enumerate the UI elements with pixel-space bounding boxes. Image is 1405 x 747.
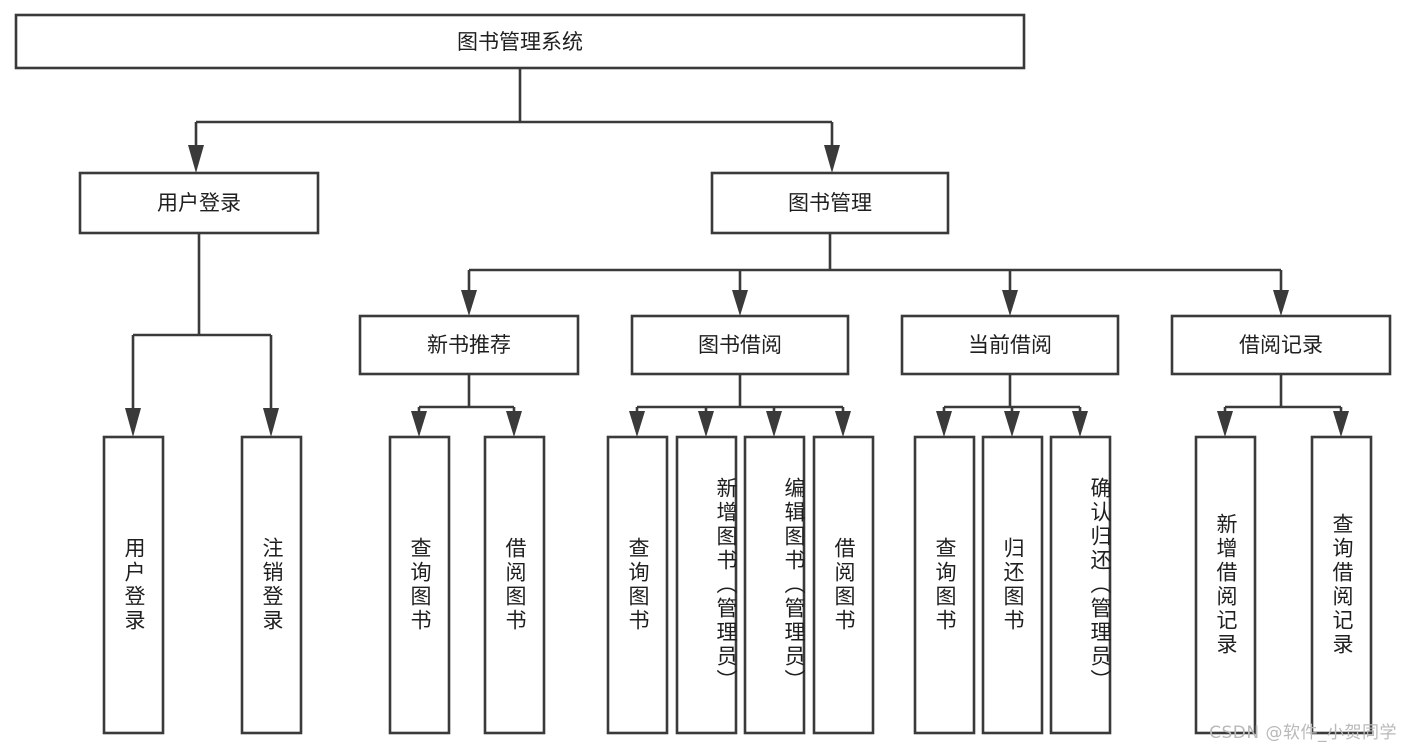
- node-borrow-record-label: 借阅记录: [1239, 333, 1323, 357]
- node-leaf-add-book[interactable]: [675, 435, 738, 735]
- node-borrow-record[interactable]: 借阅记录: [1170, 314, 1392, 376]
- arrow-to-leaf-query-record: [1333, 411, 1349, 437]
- node-leaf-query-book-1[interactable]: [388, 435, 451, 735]
- csdn-watermark: CSDN @软件_小贺同学: [1209, 723, 1397, 743]
- arrow-to-leaf-query-book-1: [411, 411, 427, 437]
- arrow-to-leaf-edit-book: [766, 411, 782, 437]
- connector-current-borrow-stem: [942, 374, 1082, 414]
- node-current-borrow-label: 当前借阅: [968, 333, 1052, 357]
- node-new-book-rec[interactable]: 新书推荐: [358, 314, 580, 376]
- connector-user-login-stem: [131, 233, 273, 410]
- arrow-to-leaf-borrow-book-2: [835, 411, 851, 437]
- arrow-to-book-manage: [824, 145, 840, 173]
- connector-new-book-rec-stem: [417, 374, 516, 414]
- arrow-to-new-book-rec: [461, 290, 477, 316]
- arrow-to-leaf-add-record: [1217, 411, 1233, 437]
- node-leaf-query-record[interactable]: [1310, 435, 1373, 735]
- connector-borrow-record-stem: [1223, 374, 1343, 414]
- node-book-borrow[interactable]: 图书借阅: [630, 314, 850, 376]
- arrow-to-leaf-confirm-return: [1072, 411, 1088, 437]
- arrow-to-current-borrow: [1002, 290, 1018, 316]
- node-leaf-user-login[interactable]: [102, 435, 165, 735]
- node-root-label: 图书管理系统: [457, 30, 583, 54]
- node-current-borrow[interactable]: 当前借阅: [900, 314, 1120, 376]
- node-user-login[interactable]: 用户登录: [78, 171, 320, 235]
- node-leaf-return-book[interactable]: [981, 435, 1044, 735]
- node-user-login-label: 用户登录: [157, 191, 241, 215]
- connector-book-borrow-stem: [635, 374, 845, 414]
- arrow-to-user-login: [188, 145, 204, 173]
- node-new-book-rec-label: 新书推荐: [427, 333, 511, 357]
- arrow-to-leaf-add-book: [698, 411, 714, 437]
- node-book-manage-label: 图书管理: [788, 191, 872, 215]
- arrow-to-leaf-logout: [263, 408, 279, 437]
- arrow-to-leaf-query-book-3: [936, 411, 952, 437]
- node-leaf-edit-book[interactable]: [743, 435, 806, 735]
- node-leaf-query-book-3[interactable]: [913, 435, 976, 735]
- connector-book-manage-stem: [467, 233, 1283, 293]
- arrow-to-leaf-user-login: [125, 408, 141, 437]
- arrow-to-leaf-return-book: [1004, 411, 1020, 437]
- arrow-to-leaf-query-book-2: [629, 411, 645, 437]
- node-book-borrow-label: 图书借阅: [698, 333, 782, 357]
- node-leaf-logout[interactable]: [240, 435, 303, 735]
- arrow-to-leaf-borrow-book-1: [506, 411, 522, 437]
- node-book-manage[interactable]: 图书管理: [710, 171, 950, 235]
- node-leaf-query-book-2[interactable]: [606, 435, 669, 735]
- node-leaf-add-record[interactable]: [1194, 435, 1257, 735]
- node-root[interactable]: 图书管理系统: [14, 13, 1026, 70]
- node-leaf-confirm-return[interactable]: [1049, 435, 1112, 735]
- connector-root-fanbar: [194, 120, 834, 147]
- node-leaf-borrow-book-1[interactable]: [483, 435, 546, 735]
- arrow-to-book-borrow: [732, 290, 748, 316]
- arrow-to-borrow-record: [1273, 290, 1289, 316]
- node-leaf-borrow-book-2[interactable]: [812, 435, 875, 735]
